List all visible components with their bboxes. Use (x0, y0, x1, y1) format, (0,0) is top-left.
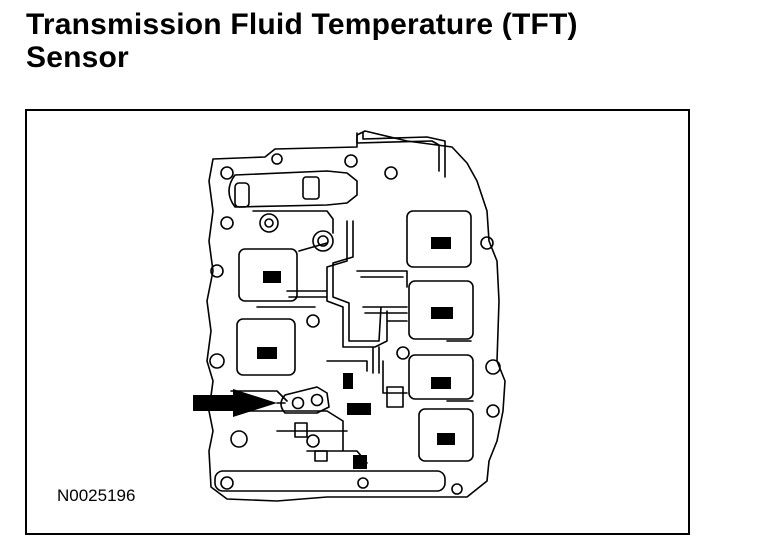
bolt-hole (230, 430, 248, 448)
bolt-hole (306, 314, 320, 328)
connector (431, 377, 451, 389)
connector (431, 237, 451, 249)
bolt-hole (344, 154, 358, 168)
bolt-hole (396, 346, 410, 360)
solenoid-body (408, 280, 474, 340)
connector (437, 433, 455, 445)
bolt-hole (220, 166, 234, 180)
bore-slot (302, 176, 320, 200)
solenoid-body (214, 470, 446, 492)
valve-body-outline (206, 130, 506, 502)
bolt-hole (357, 477, 369, 489)
valve-body-illustration (193, 130, 506, 502)
bolt-hole (312, 230, 334, 252)
fitting (294, 386, 404, 462)
valve-channel (230, 210, 474, 464)
title-line-1: Transmission Fluid Temperature (TFT) (26, 8, 578, 41)
tft-sensor (280, 386, 330, 414)
arrow-right-icon (193, 389, 277, 417)
page-title: Transmission Fluid Temperature (TFT) Sen… (26, 8, 746, 74)
connector (343, 373, 353, 389)
title-line-2: Sensor (26, 41, 129, 74)
connector (353, 455, 367, 469)
bolt-hole (271, 153, 283, 165)
bolt-hole (317, 235, 329, 247)
bore-slot (234, 182, 250, 208)
solenoid-body (406, 210, 472, 268)
bolt-hole (486, 404, 500, 418)
figure-reference-id: N0025196 (57, 486, 136, 505)
fluid-tube (356, 132, 446, 178)
bolt-hole (451, 483, 463, 495)
connector (263, 271, 281, 283)
bolt-hole (480, 236, 494, 250)
solenoid-body (418, 408, 474, 462)
diagram-frame: N0025196 (25, 109, 690, 535)
bolt-hole (220, 216, 234, 230)
bolt-hole (210, 264, 224, 278)
bolt-hole (259, 213, 279, 233)
bolt-hole (384, 166, 398, 180)
bolt-hole (220, 476, 234, 490)
connector (257, 347, 277, 359)
bolt-hole (306, 434, 320, 448)
bolt-hole (264, 218, 274, 228)
top-bore (228, 170, 358, 208)
bolt-hole (485, 359, 501, 375)
solenoid-body (408, 354, 474, 400)
connector (431, 307, 453, 319)
bolt-hole (209, 353, 225, 369)
solenoid-body (238, 248, 298, 302)
connector (347, 403, 371, 415)
solenoid-body (236, 318, 296, 376)
wire-harness (286, 220, 408, 374)
